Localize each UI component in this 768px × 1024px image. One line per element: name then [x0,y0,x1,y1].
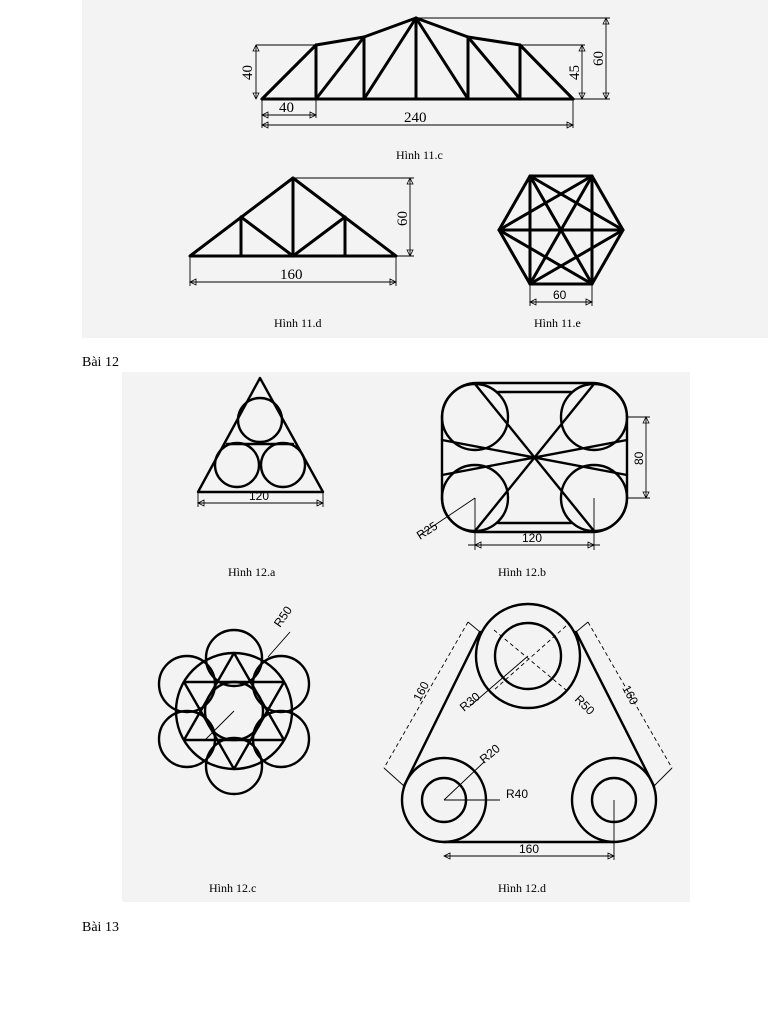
figure-11d-truss [188,176,398,258]
caption-figure-12b: Hình 12.b [498,565,546,579]
dim-11c-panel-width: 40 [279,100,294,116]
dim-12b-radius: R25 [414,519,440,543]
dim-11c-left-height: 40 [240,65,256,80]
caption-figure-11e: Hình 11.e [534,316,581,330]
dim-12d-left-len: 160 [410,679,432,704]
figure-11e-dimensions: 60 [529,284,593,306]
figure-12b [440,381,629,534]
dim-11d-width: 160 [280,267,303,283]
caption-figure-11d: Hình 11.d [274,316,322,330]
figure-12a [196,376,325,494]
dim-12d-base: 160 [519,842,539,856]
figure-11c-truss [260,16,575,101]
figure-11c-dimensions: 40 40 240 45 60 [240,17,610,129]
dim-12c-radius: R50 [271,603,295,629]
dim-12b-width: 120 [522,531,542,545]
figure-12d [400,602,658,844]
caption-figure-11c: Hình 11.c [396,148,443,162]
dim-11c-total-height: 60 [591,51,607,66]
figure-11d-dimensions: 160 60 [189,177,414,286]
figure-12a-dimensions: 120 [197,489,324,507]
dim-11c-total-width: 240 [404,110,427,126]
caption-figure-12c: Hình 12.c [209,881,257,895]
dim-12d-outer-radius-small: R40 [506,787,528,801]
dim-12d-outer-radius-top: R50 [572,692,598,718]
dim-12d-right-len: 160 [619,683,641,708]
dim-12d-inner-radius-top: R30 [457,689,483,714]
dim-11c-right-height: 45 [567,65,583,80]
caption-figure-12d: Hình 12.d [498,881,546,895]
dim-11e-side: 60 [553,288,567,302]
figure-12c: R50 [157,603,311,796]
dim-11d-height: 60 [395,211,411,226]
dim-12a-width: 120 [249,489,269,503]
caption-figure-12a: Hình 12.a [228,565,276,579]
section-heading-bai-13: Bài 13 [82,920,119,935]
dim-12b-height: 80 [632,451,646,465]
section-heading-bai-12: Bài 12 [82,355,119,370]
dim-12d-inner-radius-small: R20 [477,741,503,766]
figure-11e-hexagon [497,174,625,286]
